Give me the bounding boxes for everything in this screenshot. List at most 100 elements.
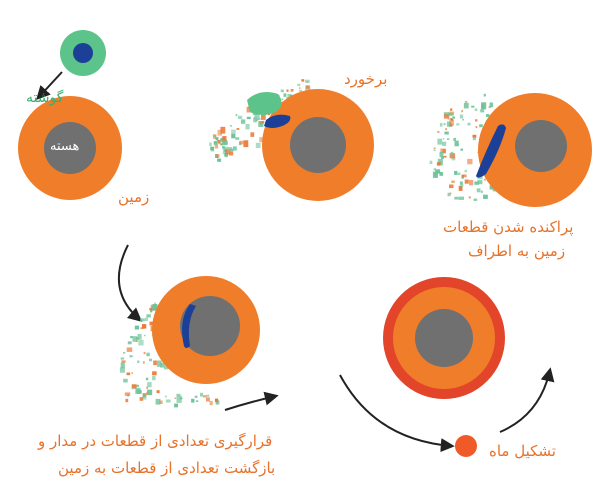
- debris-fragment: [283, 93, 287, 97]
- debris-fragment: [442, 151, 445, 153]
- debris-fragment: [433, 149, 436, 151]
- debris-fragment: [140, 318, 145, 322]
- debris-fragment: [214, 143, 219, 149]
- debris-fragment: [155, 398, 161, 405]
- debris-fragment: [479, 124, 483, 128]
- debris-fragment: [458, 196, 464, 200]
- debris-fragment: [471, 105, 475, 108]
- debris-fragment: [474, 181, 479, 185]
- debris-fragment: [472, 137, 476, 141]
- debris-fragment: [147, 382, 152, 388]
- debris-fragment: [206, 394, 210, 397]
- earth-core: [180, 296, 240, 356]
- debris-fragment: [239, 140, 244, 145]
- debris-fragment: [450, 118, 453, 120]
- debris-fragment: [218, 140, 220, 143]
- debris-fragment: [126, 372, 131, 376]
- label-scatter-line2: زمین به اطراف: [468, 242, 566, 260]
- debris-fragment: [299, 87, 301, 89]
- debris-fragment: [142, 324, 147, 329]
- debris-fragment: [457, 172, 461, 175]
- debris-fragment: [257, 117, 261, 120]
- debris-fragment: [442, 141, 447, 146]
- debris-fragment: [447, 112, 453, 116]
- debris-fragment: [454, 170, 458, 175]
- debris-fragment: [164, 395, 167, 398]
- debris-fragment: [450, 151, 454, 156]
- debris-fragment: [461, 110, 463, 113]
- debris-fragment: [464, 169, 467, 173]
- debris-fragment: [449, 184, 454, 189]
- debris-fragment: [136, 337, 139, 340]
- debris-fragment: [436, 162, 441, 166]
- debris-fragment: [174, 403, 178, 408]
- debris-fragment: [467, 158, 473, 165]
- debris-fragment: [461, 174, 467, 178]
- debris-fragment: [132, 336, 138, 342]
- debris-fragment: [236, 128, 240, 130]
- debris-fragment: [460, 148, 463, 151]
- debris-fragment: [217, 158, 222, 162]
- debris-fragment: [217, 129, 222, 136]
- debris-fragment: [126, 347, 133, 352]
- debris-fragment: [460, 183, 464, 187]
- approach-arrow: [36, 71, 63, 101]
- debris-fragment: [140, 327, 144, 330]
- label-orbit-line1: قرارگیری تعدادی از قطعات در مدار و: [38, 432, 273, 450]
- debris-fragment: [214, 398, 219, 402]
- debris-fragment: [286, 89, 289, 92]
- debris-fragment: [123, 378, 128, 383]
- debris-fragment: [459, 181, 463, 185]
- stage-moon: [339, 277, 555, 457]
- debris-fragment: [159, 400, 163, 404]
- debris-fragment: [235, 114, 238, 117]
- debris-fragment: [444, 131, 449, 135]
- debris-fragment: [301, 79, 305, 82]
- orbit-arrow-left: [117, 244, 143, 322]
- debris-fragment: [202, 395, 207, 398]
- earth-core: [415, 309, 473, 367]
- label-mantle: گوشته: [26, 90, 64, 106]
- debris-fragment: [297, 83, 301, 87]
- debris-fragment: [154, 302, 156, 305]
- debris-fragment: [281, 98, 284, 101]
- debris-fragment: [258, 121, 264, 127]
- debris-fragment: [255, 142, 261, 148]
- debris-fragment: [195, 400, 199, 402]
- debris-fragment: [138, 339, 144, 346]
- debris-fragment: [306, 81, 309, 83]
- impactor-core-streak: [476, 124, 506, 178]
- orbit-arrow-upper: [499, 367, 555, 433]
- debris-fragment: [191, 398, 195, 403]
- debris-fragment: [451, 180, 455, 183]
- debris-fragment: [261, 114, 266, 120]
- debris-fragment: [139, 397, 144, 401]
- debris-fragment: [152, 375, 156, 381]
- debris-fragment: [134, 325, 140, 330]
- debris-fragment: [176, 393, 181, 397]
- debris-fragment: [439, 172, 443, 176]
- debris-fragment: [222, 139, 227, 146]
- debris-fragment: [225, 149, 231, 155]
- debris-fragment: [213, 141, 218, 145]
- earth-core: [44, 122, 96, 174]
- debris-fragment: [142, 361, 145, 364]
- debris-fragment: [462, 118, 464, 121]
- debris-fragment: [229, 151, 234, 156]
- debris-fragment: [290, 89, 294, 92]
- debris-fragment: [152, 304, 158, 311]
- debris-fragment: [433, 147, 436, 150]
- label-scatter-line1: پراکنده شدن قطعات: [443, 218, 574, 236]
- debris-fragment: [451, 156, 456, 161]
- impactor-mantle-deformed: [247, 92, 282, 115]
- debris-fragment: [209, 400, 213, 406]
- debris-fragment: [144, 334, 146, 337]
- debris-fragment: [449, 192, 452, 195]
- debris-fragment: [137, 333, 142, 340]
- debris-fragment: [447, 192, 451, 197]
- debris-fragment: [130, 355, 134, 357]
- debris-fragment: [465, 101, 468, 103]
- orbit-arrow-lower: [339, 374, 455, 453]
- debris-fragment: [480, 109, 485, 113]
- debris-fragment: [433, 168, 437, 171]
